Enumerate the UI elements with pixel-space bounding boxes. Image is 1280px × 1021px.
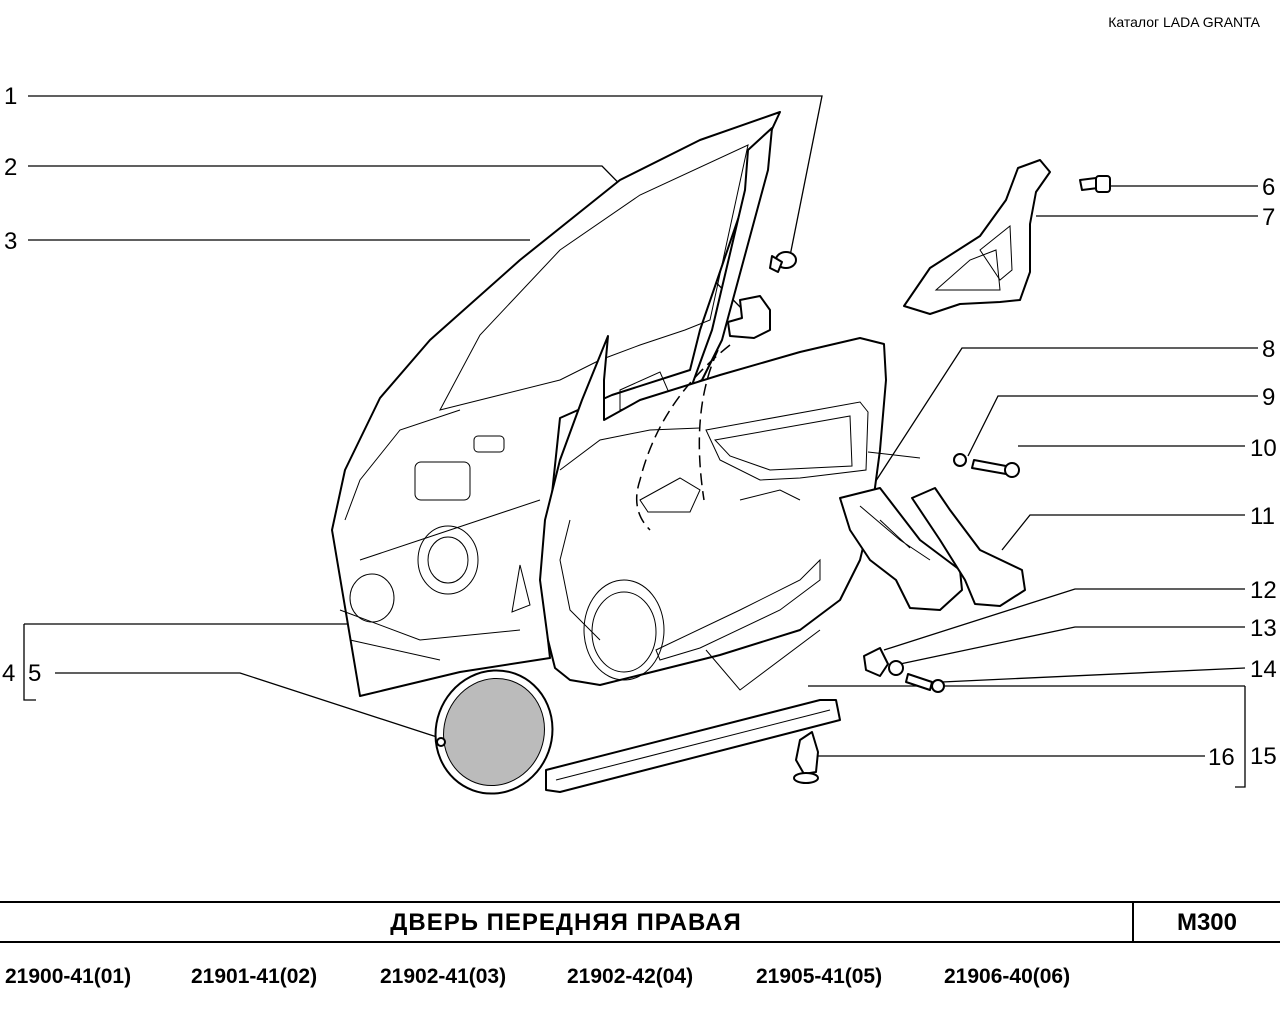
speaker-grille [434, 669, 554, 795]
washer-part-13 [888, 660, 904, 676]
clip-part-16 [793, 731, 819, 784]
washer-part-9 [953, 453, 967, 467]
bracket-part [727, 295, 771, 339]
model-code: 21905-41(05) [756, 965, 883, 988]
reinforcement-bracket [903, 159, 1051, 315]
callout-10: 10 [1250, 435, 1277, 462]
clip-part-12 [863, 647, 889, 677]
door-inner-panel [331, 111, 781, 697]
callout-16: 16 [1208, 744, 1235, 771]
callout-11: 11 [1250, 503, 1275, 530]
callout-12: 12 [1250, 577, 1277, 604]
model-code: 21906-40(06) [944, 965, 1071, 988]
handle-trim [911, 487, 1026, 607]
callout-8: 8 [1262, 336, 1275, 363]
screw-part-10 [971, 459, 1020, 478]
model-code: 21902-42(04) [567, 965, 694, 988]
callout-3: 3 [4, 228, 17, 255]
title-bar: ДВЕРЬ ПЕРЕДНЯЯ ПРАВАЯ M300 [0, 901, 1280, 943]
clip-part-1 [769, 251, 797, 273]
exploded-door-diagram: 1 2 3 4 5 6 7 8 9 10 11 12 13 14 15 16 [2, 83, 1277, 795]
catalog-label: Каталог LADA GRANTA [1108, 14, 1260, 30]
screw-part-14 [905, 673, 945, 693]
callout-5: 5 [28, 660, 41, 687]
armrest-handle [839, 487, 963, 611]
callout-numbers: 1 2 3 4 5 6 7 8 9 10 11 12 13 14 15 16 [2, 83, 1277, 771]
sill-trim-strip [545, 699, 841, 793]
assembly-guide-lines [705, 451, 921, 691]
callout-15: 15 [1250, 743, 1277, 770]
model-list: 21900-41(01) 21901-41(02) 21902-41(03) 2… [0, 965, 1280, 999]
callout-2: 2 [4, 154, 17, 181]
model-code: 21902-41(03) [380, 965, 507, 988]
callout-9: 9 [1262, 384, 1275, 411]
callout-6: 6 [1262, 174, 1275, 201]
callout-4: 4 [2, 660, 15, 687]
callout-7: 7 [1262, 204, 1275, 231]
model-code: 21900-41(01) [5, 965, 132, 988]
leader-lines [23, 95, 1258, 788]
callout-1: 1 [4, 83, 17, 110]
bolt-part-6 [1079, 175, 1111, 193]
section-code: M300 [1176, 909, 1238, 936]
model-code: 21901-41(02) [191, 965, 318, 988]
callout-14: 14 [1250, 656, 1277, 683]
callout-13: 13 [1250, 615, 1277, 642]
page-title: ДВЕРЬ ПЕРЕДНЯЯ ПРАВАЯ [0, 903, 1134, 941]
door-trim-panel [539, 335, 887, 686]
